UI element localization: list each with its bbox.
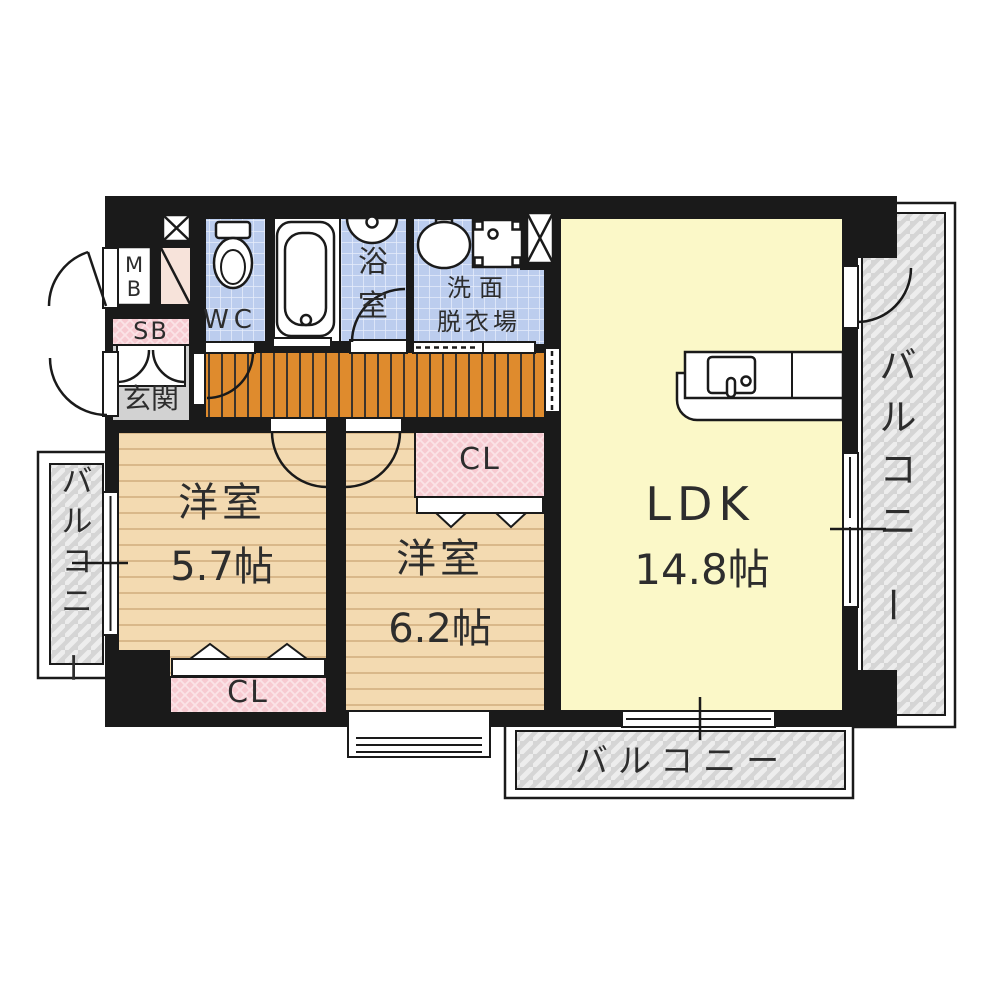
- closet-second-label: CL: [459, 442, 501, 477]
- toilet-tank: [214, 220, 252, 240]
- washing-machine-pan: [471, 218, 524, 269]
- closet-main-bifold-left: [187, 642, 233, 660]
- ldk-label: LDK: [645, 477, 754, 531]
- entrance-hall-door-opening: [192, 352, 206, 406]
- toilet-seat: [220, 249, 246, 285]
- bay-window-lines: [356, 737, 482, 753]
- shower-fixture: [345, 215, 399, 245]
- washer-pan-corner-4: [511, 256, 522, 267]
- washbasin-fixture: [416, 217, 472, 270]
- entrance-curtain-arc-left: [117, 349, 151, 384]
- washer-pan-corner-3: [473, 256, 484, 267]
- balcony-bottom-label: バルコニー: [575, 741, 789, 780]
- balcony-door-arc: [856, 267, 913, 324]
- toilet-fixture: [212, 220, 254, 290]
- balcony-bottom-floor: [515, 730, 846, 790]
- western-6-2-area-label: 6.2帖: [388, 606, 492, 652]
- balcony-left-label: バルコニー: [54, 464, 93, 683]
- front-door-arc: [48, 357, 108, 417]
- washer-pan-drain: [487, 228, 499, 240]
- room-ldk: [559, 217, 844, 712]
- front-door-opening: [102, 351, 119, 417]
- closet-second-bifold-right: [493, 512, 529, 529]
- meter-box-label-line1: M: [125, 253, 143, 277]
- western-6-2-label: 洋室: [396, 536, 484, 582]
- closet-main-bifold-right: [264, 642, 310, 660]
- meter-box-door-arc: [47, 250, 89, 307]
- window-left-balcony: [72, 491, 128, 636]
- wall-mass-bottom-left: [105, 650, 170, 727]
- shower-head-icon: [365, 215, 379, 229]
- bath-door-opening: [349, 339, 408, 354]
- kitchen-drain: [740, 375, 752, 387]
- balcony-bottom: バルコニー: [503, 720, 855, 800]
- balcony-left: バルコニー: [36, 450, 112, 683]
- closet-second-bifold-left: [433, 512, 469, 529]
- shower-fan-icon: [345, 216, 399, 245]
- washer-pan-corner-1: [473, 220, 484, 231]
- closet-main-door-track: [171, 658, 326, 677]
- meter-box-label-line2: B: [127, 277, 141, 301]
- bathtub-fixture: [275, 220, 336, 338]
- wall-corner-bottom-right: [845, 670, 897, 727]
- bathtub-outer: [275, 220, 336, 338]
- bay-window-frame: [347, 710, 491, 758]
- bath-step-sill: [272, 337, 332, 348]
- closet-main: [169, 676, 328, 714]
- balcony-right: バルコニー: [851, 201, 957, 729]
- meter-box: [115, 245, 153, 307]
- entrance-label: 玄関: [123, 382, 179, 415]
- washroom-label-line1: 洗面: [447, 274, 511, 302]
- storage-shaft-diagonal: [159, 247, 192, 305]
- washroom-label-line2: 脱衣場: [437, 308, 521, 336]
- washroom-sill: [482, 341, 536, 354]
- washbasin-bowl: [416, 220, 472, 270]
- bath-door-arc: [350, 287, 406, 343]
- balcony-right-label: バルコニー: [871, 344, 917, 623]
- toilet-label: WC: [203, 305, 257, 335]
- bathtub-drain: [299, 313, 313, 327]
- western-5-7-label: 洋室: [178, 480, 266, 526]
- washer-pan-corner-2: [511, 220, 522, 231]
- western-5-7-door-arc: [270, 431, 328, 489]
- toilet-bowl: [212, 236, 254, 290]
- shoe-box-label: SB: [133, 317, 169, 345]
- closet-main-label: CL: [227, 675, 269, 710]
- western-5-7-door-opening: [269, 417, 328, 433]
- western-5-7-area-label: 5.7帖: [170, 544, 274, 590]
- balcony-door-opening: [842, 265, 859, 329]
- western-6-2-door-arc: [344, 431, 402, 489]
- hallway: [204, 351, 546, 419]
- window-right-balcony: [830, 452, 886, 608]
- bathroom-label: 浴室: [358, 245, 388, 324]
- toilet-door-opening: [204, 341, 256, 354]
- pipe-shaft-small-x-icon: [162, 214, 191, 242]
- meter-box-door-opening: [102, 247, 119, 309]
- ldk-area-label: 14.8帖: [634, 545, 770, 594]
- pipe-shaft-large-x-icon: [525, 212, 555, 264]
- western-6-2-door-opening: [344, 417, 403, 433]
- kitchen-counter: [675, 350, 845, 422]
- entrance-curtain-arc-right: [151, 349, 185, 384]
- window-bottom-balcony: [621, 697, 776, 740]
- toilet-door-arc: [206, 351, 255, 400]
- closet-second-door-track: [416, 496, 544, 514]
- kitchen-faucet: [725, 376, 737, 399]
- wall-notch-top-right: [843, 196, 897, 258]
- bay-window: [347, 710, 491, 758]
- meter-box-door-leaf: [86, 251, 108, 307]
